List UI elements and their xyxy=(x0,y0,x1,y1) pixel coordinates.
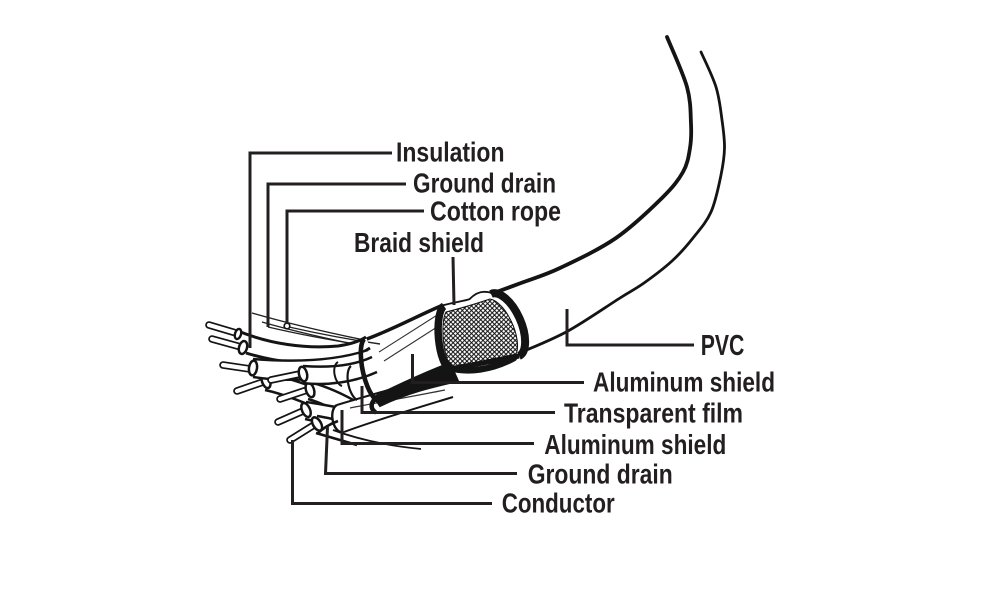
svg-text:Aluminum shield: Aluminum shield xyxy=(593,366,775,398)
svg-text:Insulation: Insulation xyxy=(396,136,505,168)
svg-text:Aluminum shield: Aluminum shield xyxy=(544,428,726,460)
svg-text:Ground drain: Ground drain xyxy=(413,167,556,199)
svg-text:PVC: PVC xyxy=(701,330,745,362)
svg-text:Ground drain: Ground drain xyxy=(528,457,673,489)
svg-text:Braid shield: Braid shield xyxy=(354,226,484,258)
svg-text:Conductor: Conductor xyxy=(502,486,615,518)
svg-text:Transparent film: Transparent film xyxy=(564,397,743,429)
svg-text:Cotton rope: Cotton rope xyxy=(430,195,561,227)
